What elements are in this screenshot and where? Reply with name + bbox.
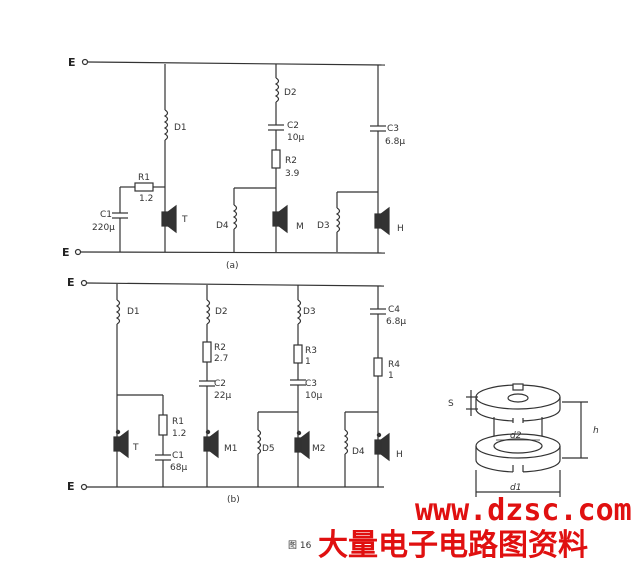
labels-bobbin: S h d2 d1: [448, 399, 599, 493]
value-a-r1: 1.2: [139, 194, 153, 204]
label-b-r1: R1: [172, 417, 184, 427]
label-b-mid2: M2: [312, 444, 326, 454]
terminal-e-bottom-a: E: [62, 246, 70, 259]
label-a-d4: D4: [216, 221, 229, 231]
label-b-d5: D5: [262, 444, 275, 454]
label-a-c2: C2: [287, 121, 299, 131]
circuit-a: [74, 58, 390, 256]
label-bobbin-d1: d1: [510, 483, 521, 493]
label-b-d2: D2: [215, 307, 228, 317]
value-b-r2: 2.7: [214, 354, 228, 364]
value-a-c2: 10μ: [287, 133, 304, 143]
label-b-mid1: M1: [224, 444, 238, 454]
labels-a: E E D1 R1 1.2 C1 220μ T D2 C2 10μ R2 3.9…: [62, 56, 405, 271]
value-b-c2: 22μ: [214, 391, 231, 401]
coil-bobbin: [466, 383, 588, 497]
label-b-c2: C2: [214, 379, 226, 389]
label-a-r2: R2: [285, 156, 297, 166]
label-b-c3: C3: [305, 379, 317, 389]
label-a-tweeter: T: [181, 215, 188, 225]
value-b-c1: 68μ: [170, 463, 187, 473]
value-a-r2: 3.9: [285, 169, 300, 179]
label-a-d2: D2: [284, 88, 297, 98]
label-a-c1: C1: [100, 210, 112, 220]
label-b-d3: D3: [303, 307, 316, 317]
label-b-r4: R4: [388, 360, 400, 370]
value-a-c1: 220μ: [92, 223, 115, 233]
label-b-c4: C4: [388, 305, 400, 315]
value-b-r1: 1.2: [172, 429, 186, 439]
label-bobbin-d2: d2: [510, 431, 522, 441]
label-b-d1: D1: [127, 307, 140, 317]
labels-b: E E D1 R1 1.2 C1 68μ T D2 R2 2.7 C2 22μ …: [67, 276, 406, 505]
label-b-d4: D4: [352, 447, 365, 457]
label-a-c3: C3: [387, 124, 399, 134]
label-a-r1: R1: [138, 173, 150, 183]
value-b-c4: 6.8μ: [386, 317, 406, 327]
watermark-url: www.dzsc.com: [415, 493, 632, 528]
circuit-b: [80, 279, 390, 491]
label-bobbin-s: S: [448, 399, 454, 409]
label-a-tweeter-h: H: [397, 224, 404, 234]
label-b-r3: R3: [305, 346, 317, 356]
watermark-text: 大量电子电路图资料: [318, 528, 588, 563]
caption-a: (a): [226, 261, 239, 271]
caption-b: (b): [227, 495, 240, 505]
label-b-r2: R2: [214, 343, 226, 353]
terminal-e-top-b: E: [67, 276, 75, 289]
terminal-e-top-a: E: [68, 56, 76, 69]
label-b-tweeter: T: [132, 443, 139, 453]
label-a-d3: D3: [317, 221, 330, 231]
value-a-c3: 6.8μ: [385, 137, 405, 147]
label-bobbin-h: h: [593, 426, 599, 436]
label-a-midrange: M: [296, 222, 304, 232]
value-b-r4: 1: [388, 371, 394, 381]
figure-caption: 图 16: [288, 540, 312, 551]
label-b-c1: C1: [172, 451, 184, 461]
terminal-e-bottom-b: E: [67, 480, 75, 493]
label-a-d1: D1: [174, 123, 187, 133]
label-b-tweeter-h: H: [396, 450, 403, 460]
value-b-r3: 1: [305, 357, 311, 367]
value-b-c3: 10μ: [305, 391, 322, 401]
